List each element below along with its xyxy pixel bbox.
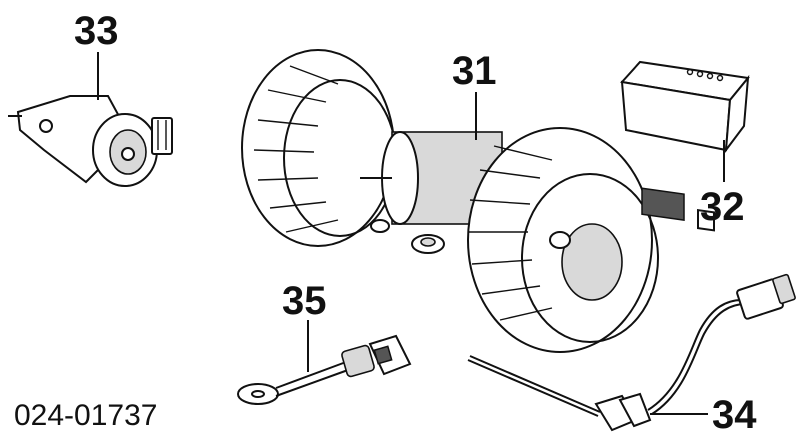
drawing-number: 024-01737 [14,399,157,432]
callout-31: 31 [452,49,497,93]
part-34-harness [467,273,796,432]
part-33-actuator [8,95,173,187]
callout-35: 35 [282,279,327,323]
callout-33: 33 [74,9,119,53]
callout-34: 34 [712,393,757,437]
part-35-sensor [237,334,412,405]
part-31-blower-assembly [241,49,659,353]
part-32-resistor [620,60,750,232]
callout-32: 32 [700,185,745,229]
